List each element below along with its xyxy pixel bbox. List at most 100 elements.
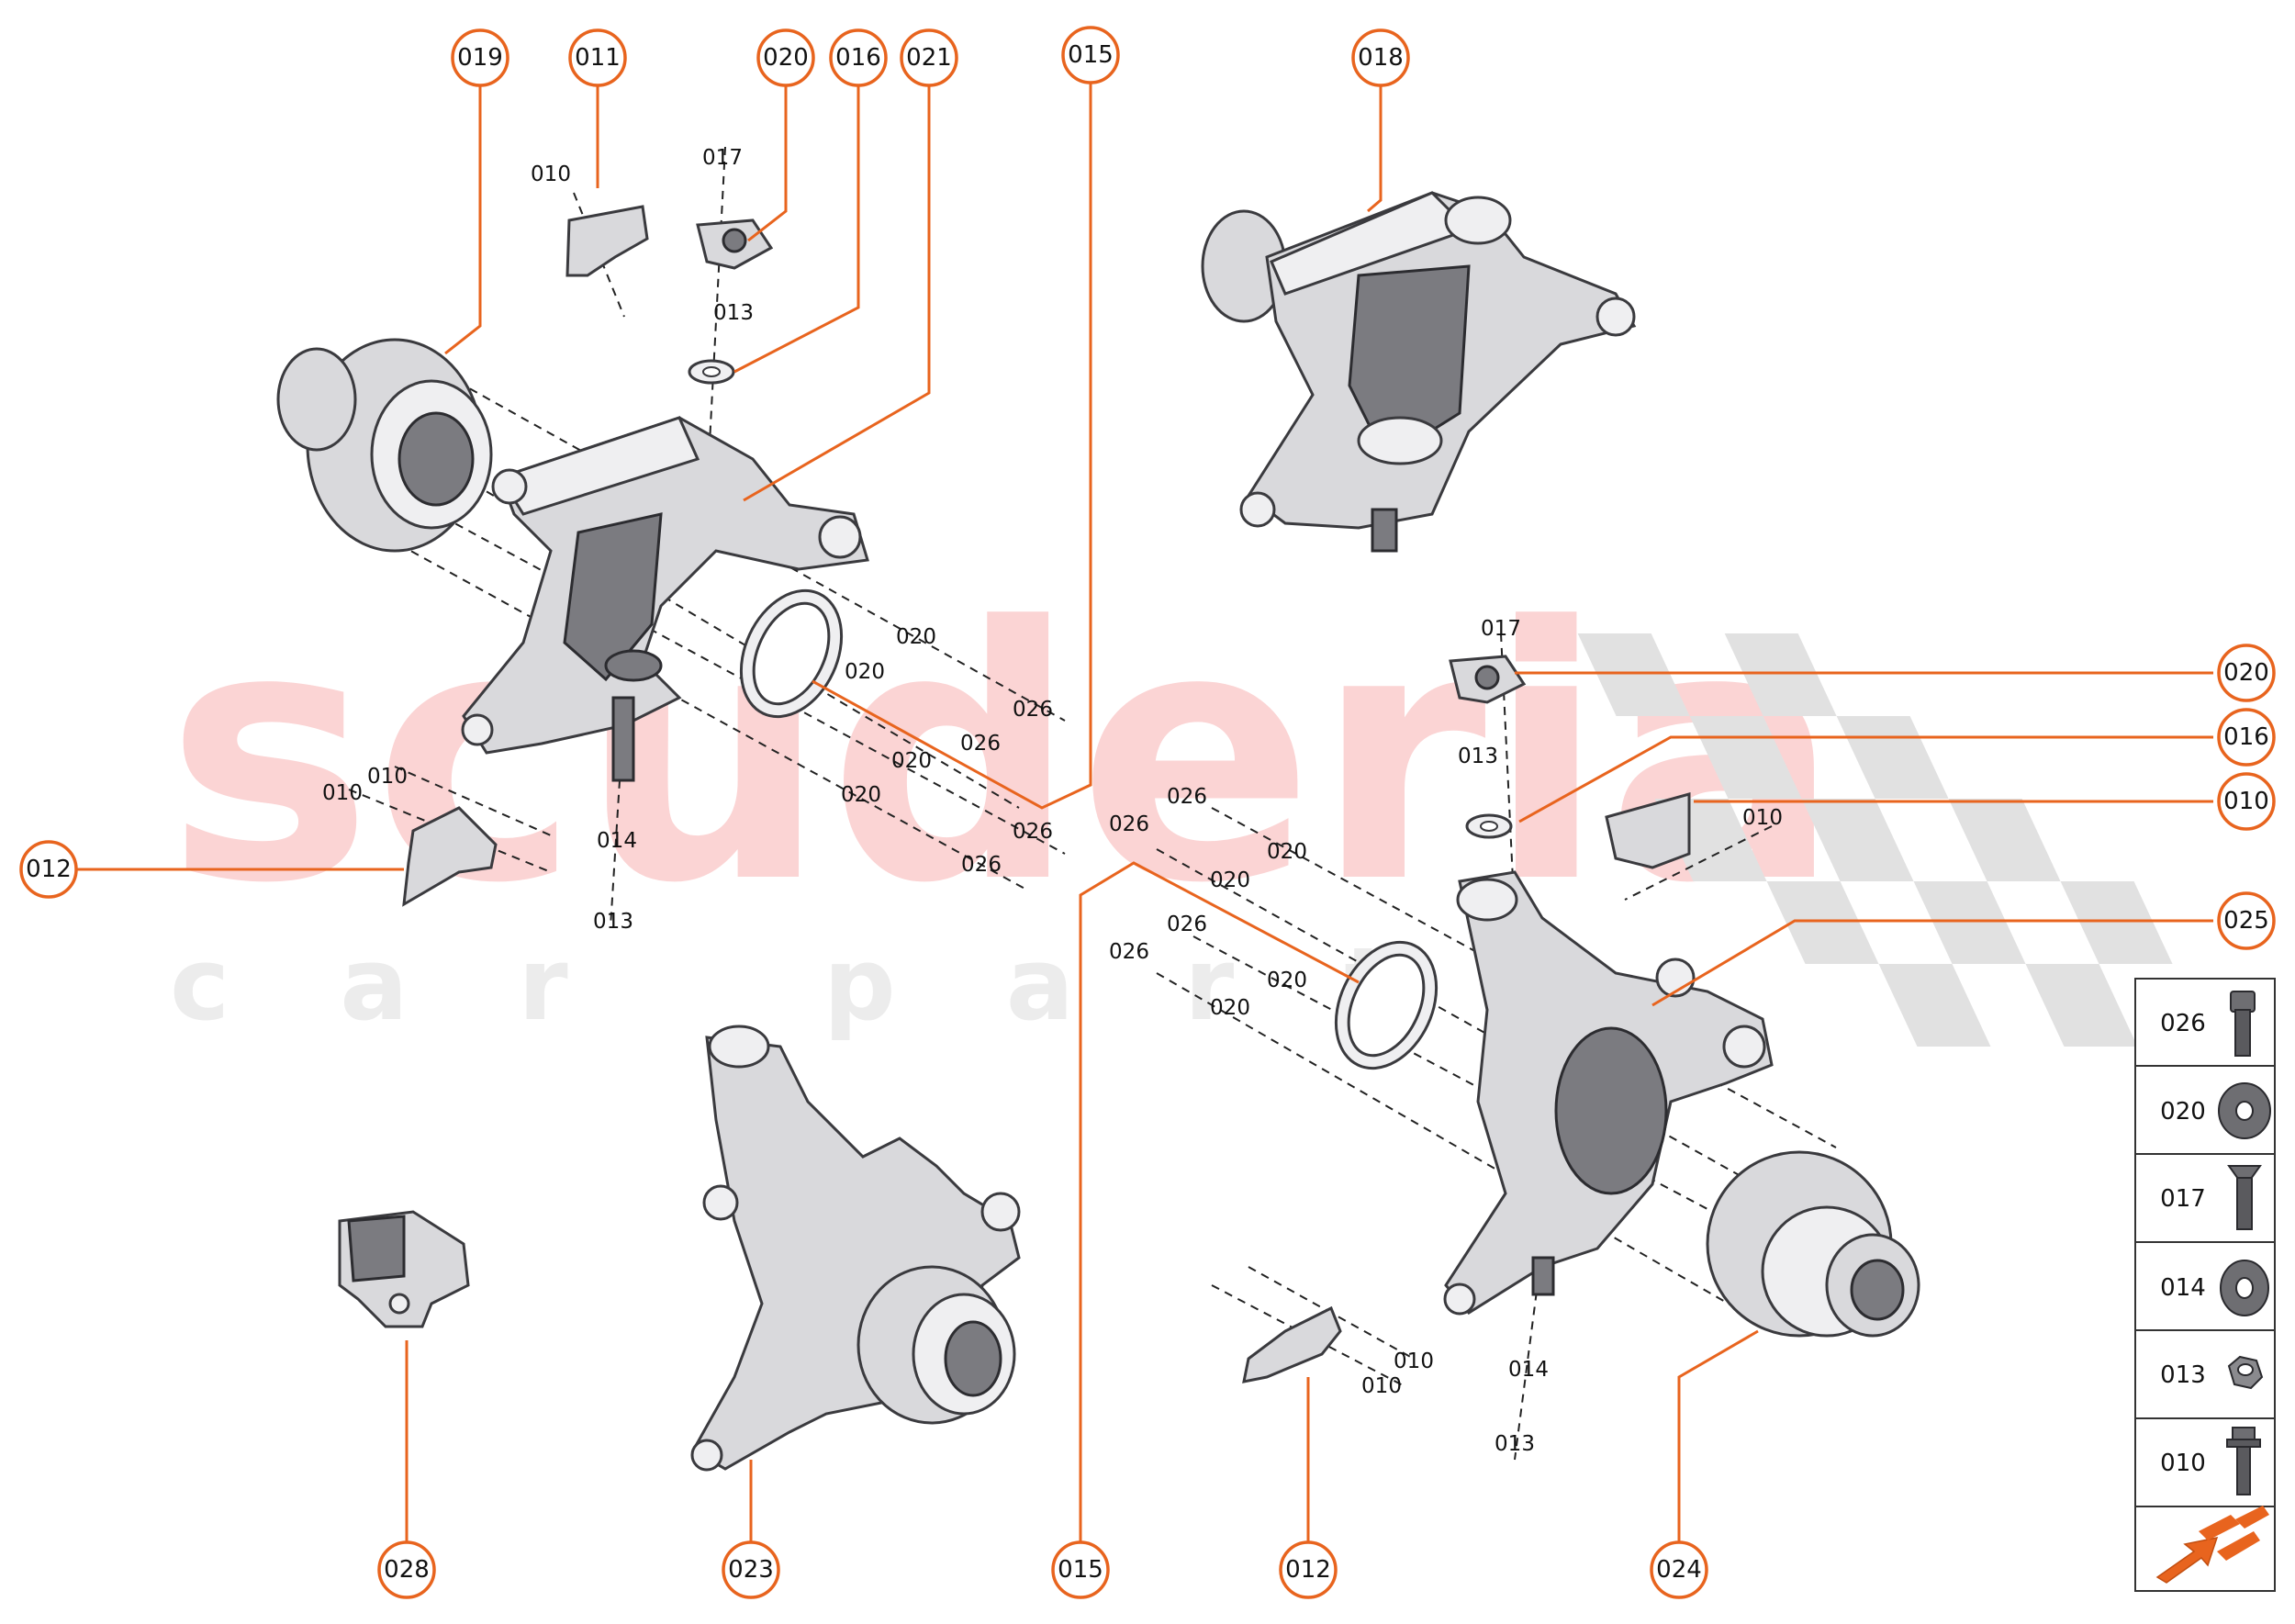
checkered-flag-watermark — [1577, 633, 2173, 1047]
legend-row-014: 014 — [2160, 1260, 2269, 1316]
shield-012-left — [402, 806, 498, 907]
washer-016-upper — [688, 359, 735, 385]
callout-010-right[interactable]: 010 — [2217, 772, 2276, 831]
legend-row-020: 020 — [2160, 1082, 2271, 1139]
callout-015-bottom[interactable]: 015 — [1051, 1540, 1110, 1599]
steering-knuckle-025 — [1443, 870, 1774, 1316]
callout-label: 011 — [575, 44, 621, 72]
sensor-block-028 — [338, 1210, 470, 1328]
steering-knuckle-018 — [1201, 191, 1637, 553]
callout-label: 012 — [1285, 1556, 1331, 1584]
legend-code: 013 — [2160, 1361, 2206, 1389]
part-label: 020 — [1267, 840, 1307, 864]
part-label: 010 — [322, 781, 363, 805]
part-label: 026 — [1109, 812, 1149, 836]
washer-icon — [2220, 1260, 2269, 1316]
callout-label: 018 — [1358, 44, 1404, 72]
part-label: 013 — [1458, 745, 1498, 768]
socket-cap-bolt-icon — [2230, 991, 2256, 1057]
part-label: 020 — [841, 783, 881, 807]
part-label: 010 — [367, 765, 408, 789]
callout-label: 024 — [1656, 1556, 1702, 1584]
callout-016-top[interactable]: 016 — [829, 28, 888, 87]
callout-label: 015 — [1058, 1556, 1103, 1584]
part-label: 020 — [891, 749, 932, 773]
hub-ring-right — [1334, 940, 1439, 1070]
callout-025[interactable]: 025 — [2217, 891, 2276, 950]
nut-017-upper — [696, 218, 774, 270]
bracket-011 — [565, 205, 649, 277]
callout-024[interactable]: 024 — [1650, 1540, 1708, 1599]
legend-code: 014 — [2160, 1274, 2206, 1302]
leader-lines — [76, 83, 2213, 1545]
part-label: 020 — [896, 625, 936, 649]
callout-label: 023 — [728, 1556, 774, 1584]
callouts: 019 011 020 016 021 015 018 012 020 016 … — [19, 26, 2276, 1599]
callout-label: 015 — [1068, 41, 1114, 69]
part-label: 014 — [597, 829, 637, 853]
part-label: 026 — [1167, 785, 1207, 809]
part-label: 020 — [1267, 969, 1307, 992]
nut-017-lower — [1449, 655, 1527, 704]
callout-028[interactable]: 028 — [377, 1540, 436, 1599]
callout-020-top[interactable]: 020 — [756, 28, 815, 87]
part-label: 020 — [1210, 996, 1250, 1020]
callout-label: 025 — [2223, 907, 2269, 935]
callout-021[interactable]: 021 — [900, 28, 958, 87]
part-label: 017 — [702, 146, 743, 170]
part-label: 020 — [845, 660, 885, 684]
flat-washer-icon — [2218, 1082, 2271, 1139]
legend-code: 010 — [2160, 1450, 2206, 1477]
callout-016-right[interactable]: 016 — [2217, 708, 2276, 767]
countersunk-bolt-icon — [2227, 1165, 2262, 1230]
callout-012-bottom[interactable]: 012 — [1279, 1540, 1338, 1599]
part-label: 010 — [1742, 806, 1783, 830]
callout-012-left[interactable]: 012 — [19, 840, 78, 899]
part-label: 020 — [1210, 868, 1250, 892]
part-label: 026 — [1013, 820, 1053, 844]
part-label: 010 — [1394, 1350, 1434, 1373]
part-label: 014 — [1508, 1358, 1549, 1382]
callout-label: 019 — [457, 44, 503, 72]
callout-label: 016 — [835, 44, 881, 72]
callout-label: 020 — [2223, 659, 2269, 687]
legend-row-013: 013 — [2160, 1355, 2264, 1390]
callout-label: 020 — [763, 44, 809, 72]
steering-knuckle-left — [461, 416, 869, 782]
callout-label: 028 — [384, 1556, 430, 1584]
hex-nut-icon — [2227, 1355, 2264, 1390]
flange-bolt-icon — [2226, 1427, 2261, 1495]
callout-023[interactable]: 023 — [722, 1540, 780, 1599]
callout-015-top[interactable]: 015 — [1061, 26, 1120, 84]
fastener-legend: 026 020 017 014 — [2134, 978, 2276, 1592]
callout-label: 021 — [906, 44, 952, 72]
callout-020-right[interactable]: 020 — [2217, 644, 2276, 702]
part-label: 026 — [961, 853, 1002, 877]
callout-label: 010 — [2223, 788, 2269, 815]
part-label: 026 — [960, 732, 1001, 756]
part-label: 013 — [593, 910, 633, 934]
part-labels: 010 017 013 020 026 020 026 020 026 020 … — [322, 146, 1783, 1456]
callout-label: 016 — [2223, 723, 2269, 751]
watermark-sub: car parts — [170, 925, 1673, 1043]
part-label: 017 — [1481, 617, 1521, 641]
part-label: 026 — [1167, 913, 1207, 936]
callout-011[interactable]: 011 — [568, 28, 627, 87]
wheel-hub-024 — [1706, 1150, 1920, 1338]
steering-knuckle-023 — [690, 1025, 1021, 1472]
part-label: 026 — [1109, 940, 1149, 964]
watermark-main: scuderia — [165, 553, 1842, 959]
callout-019[interactable]: 019 — [451, 28, 509, 87]
hub-ring-left — [739, 588, 844, 719]
legend-code: 017 — [2160, 1185, 2206, 1213]
callout-label: 012 — [26, 856, 72, 883]
part-label: 010 — [1361, 1374, 1402, 1398]
washer-016-lower — [1465, 813, 1513, 839]
legend-code: 020 — [2160, 1098, 2206, 1126]
callout-018[interactable]: 018 — [1351, 28, 1410, 87]
part-label: 013 — [1495, 1432, 1535, 1456]
legend-row-026: 026 — [2160, 991, 2256, 1057]
next-page-arrow-icon[interactable] — [2155, 1506, 2269, 1584]
bracket-010-right — [1605, 792, 1691, 869]
